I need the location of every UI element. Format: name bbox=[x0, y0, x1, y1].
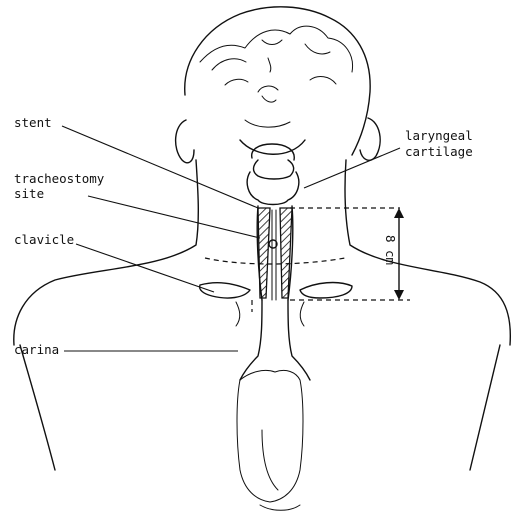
label-carina: carina bbox=[14, 342, 59, 357]
stent-leader-line bbox=[62, 126, 258, 208]
stent-shape bbox=[258, 208, 292, 298]
clavicle-leader-line bbox=[76, 244, 214, 292]
tracheostomy-leader-line bbox=[88, 196, 260, 238]
head-outline bbox=[185, 7, 370, 155]
label-stent: stent bbox=[14, 115, 52, 130]
label-laryngeal: laryngeal bbox=[405, 128, 473, 143]
lower-airway bbox=[237, 300, 310, 502]
label-clavicle: clavicle bbox=[14, 232, 74, 247]
label-measurement: 8 cm bbox=[383, 235, 398, 265]
face-features bbox=[240, 58, 305, 154]
ears bbox=[176, 118, 381, 163]
label-tracheostomy-site: site bbox=[14, 186, 44, 201]
laryngeal-cartilage-shape bbox=[247, 144, 299, 205]
label-cartilage: cartilage bbox=[405, 144, 473, 159]
label-tracheostomy: tracheostomy bbox=[14, 171, 105, 186]
